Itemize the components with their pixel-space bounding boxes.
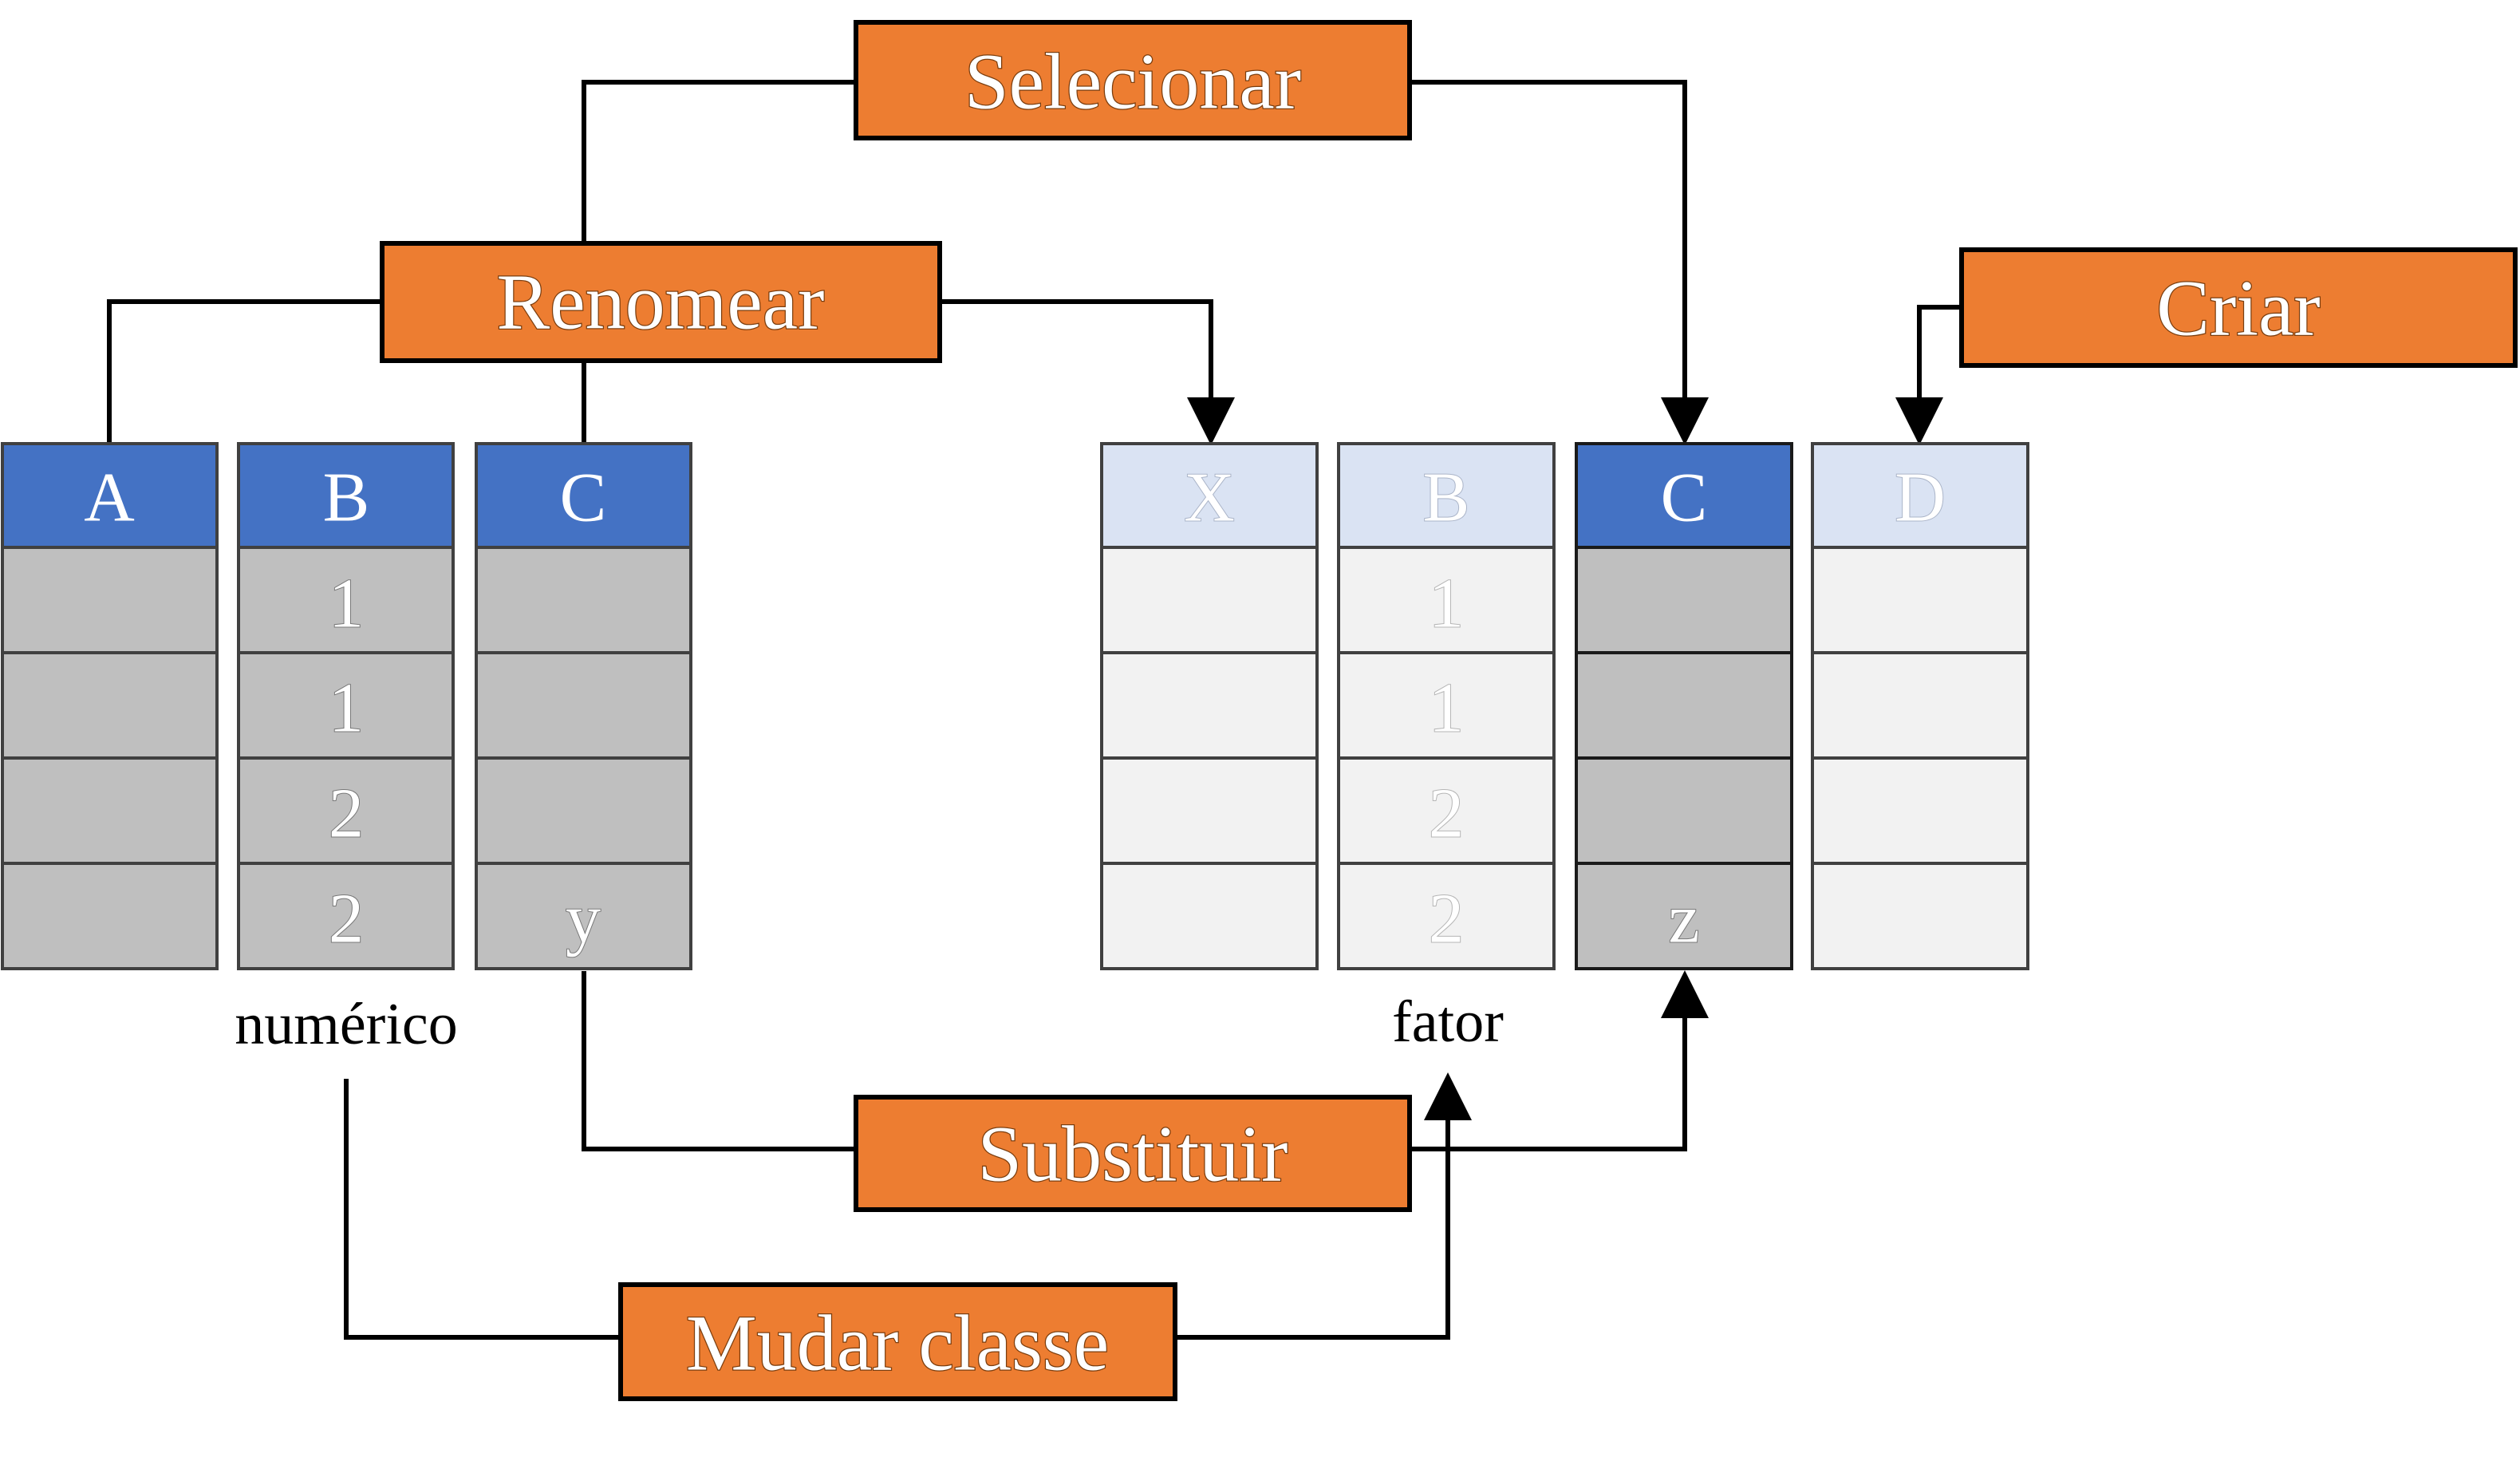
input-column-c: C y xyxy=(475,442,692,970)
operation-substituir-label: Substituir xyxy=(978,1110,1288,1198)
connector-selecionar-to-output-c xyxy=(1410,80,1709,445)
connector-selecionar-to-renomear xyxy=(582,80,856,243)
connector-mudar-classe-to-fator xyxy=(1175,1072,1472,1340)
output-column-c: C z xyxy=(1575,442,1793,970)
output-column-d-header: D xyxy=(1895,460,1946,537)
connector-substituir-to-output-z xyxy=(1410,970,1709,1151)
operation-renomear: Renomear xyxy=(380,241,942,363)
operations: Selecionar Renomear Criar Substituir Mud… xyxy=(380,20,2518,1401)
connector-numerico-to-mudar-classe xyxy=(344,1079,621,1340)
connectors xyxy=(107,80,1962,1340)
output-table: X B 1 1 2 2 C z D xyxy=(1100,442,2029,1055)
operation-renomear-label: Renomear xyxy=(497,258,825,346)
input-b-cell-3: 2 xyxy=(329,776,364,853)
connector-renomear-to-input-a xyxy=(107,299,382,444)
input-column-a: A xyxy=(1,442,219,970)
connector-criar-to-output-d xyxy=(1895,305,1962,445)
input-column-c-header: C xyxy=(560,460,607,537)
output-b-cell-3: 2 xyxy=(1429,776,1464,853)
operation-selecionar: Selecionar xyxy=(854,20,1412,140)
input-type-label: numérico xyxy=(235,992,457,1057)
operation-selecionar-label: Selecionar xyxy=(964,38,1301,126)
connector-input-y-to-substituir xyxy=(582,971,856,1151)
operation-substituir: Substituir xyxy=(854,1095,1412,1212)
output-column-b-header: B xyxy=(1423,460,1470,537)
connector-renomear-to-output-x xyxy=(940,299,1235,445)
output-column-c-header: C xyxy=(1661,460,1708,537)
operation-criar: Criar xyxy=(1959,247,2518,368)
input-column-b: B 1 1 2 2 xyxy=(237,442,455,970)
operation-mudar-classe: Mudar classe xyxy=(618,1282,1177,1401)
input-column-b-header: B xyxy=(323,460,370,537)
operation-criar-label: Criar xyxy=(2156,264,2320,353)
input-table: A B 1 1 2 2 C y numérico xyxy=(1,442,692,1057)
output-b-cell-2: 1 xyxy=(1429,670,1464,748)
output-column-x-header: X xyxy=(1184,460,1235,537)
output-b-cell-4: 2 xyxy=(1429,881,1464,958)
output-column-x: X xyxy=(1100,442,1319,970)
output-b-cell-1: 1 xyxy=(1429,566,1464,643)
input-b-cell-1: 1 xyxy=(329,566,364,643)
operation-mudar-classe-label: Mudar classe xyxy=(686,1299,1109,1388)
output-type-label: fator xyxy=(1392,989,1504,1055)
output-column-b: B 1 1 2 2 xyxy=(1337,442,1556,970)
input-column-a-header: A xyxy=(84,460,135,537)
output-column-d: D xyxy=(1811,442,2029,970)
input-c-cell-4: y xyxy=(566,881,601,958)
input-b-cell-2: 1 xyxy=(329,670,364,748)
input-b-cell-4: 2 xyxy=(329,881,364,958)
output-c-cell-4: z xyxy=(1668,881,1699,958)
